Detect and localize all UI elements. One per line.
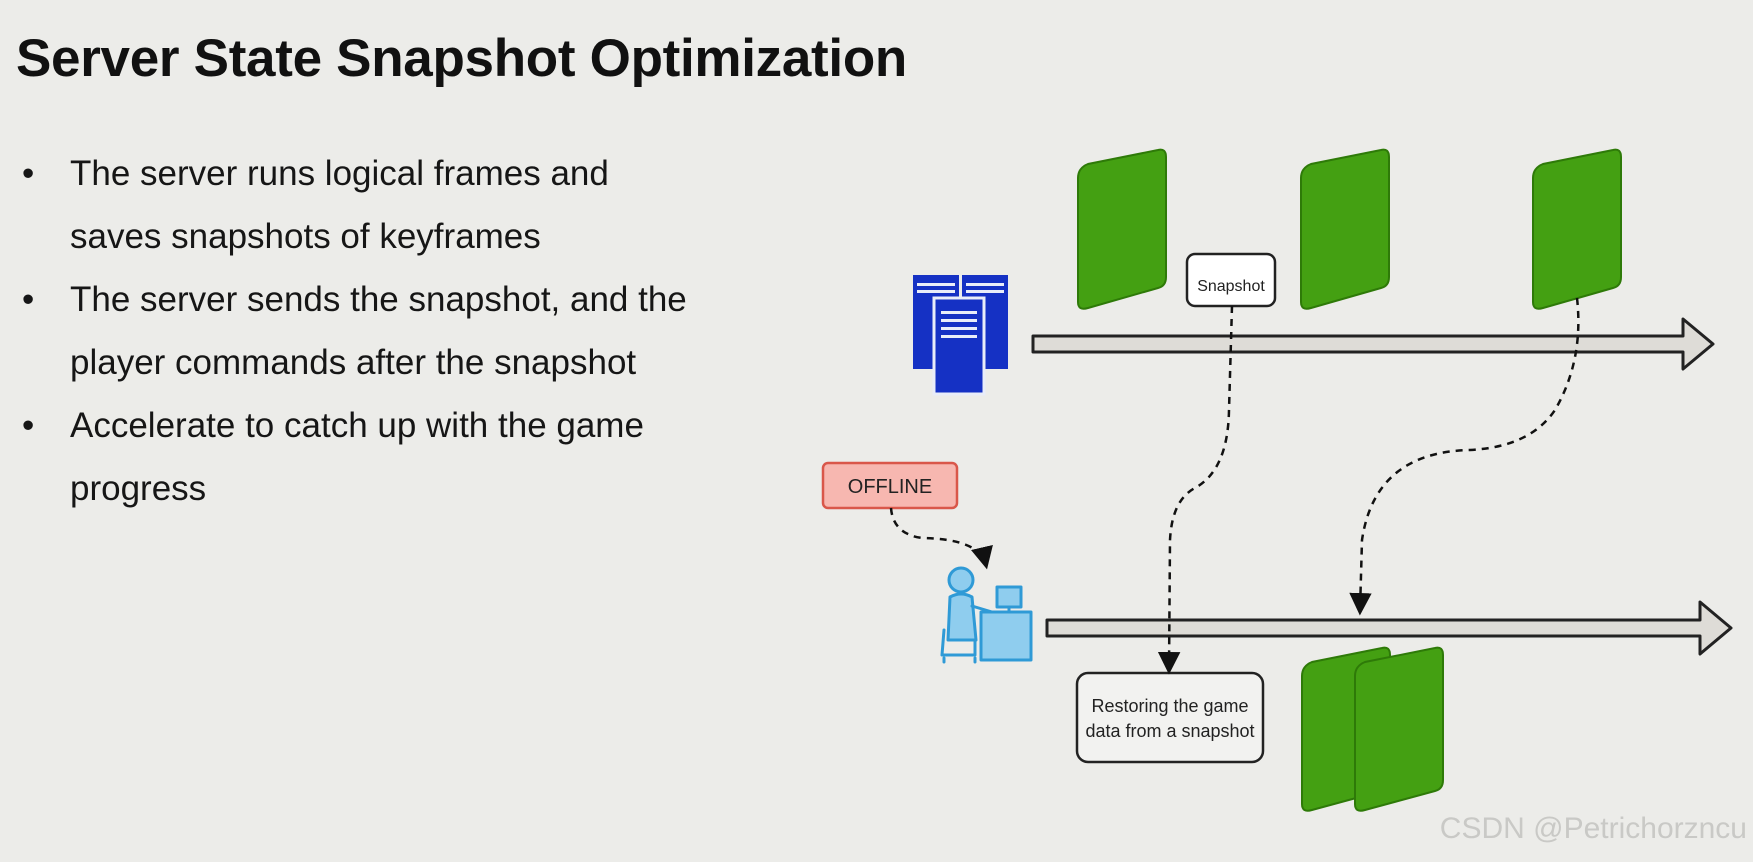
restore-label-box: Restoring the game data from a snapshot	[1075, 671, 1265, 764]
server-keyframe	[1532, 148, 1622, 310]
slide-title: Server State Snapshot Optimization	[16, 29, 907, 88]
snapshot-label-box: Snapshot	[1185, 252, 1277, 308]
catch-up-arrow	[1349, 297, 1580, 616]
restore-label-line: Restoring the game	[1091, 696, 1248, 716]
bullet-item: • The server runs logical frames and sav…	[22, 142, 812, 268]
bullet-dot: •	[22, 154, 35, 193]
bullet-item: • The server sends the snapshot, and the…	[22, 268, 812, 394]
watermark: CSDN @Petrichorzncu	[1439, 812, 1747, 845]
server-keyframe	[1300, 148, 1390, 310]
bullet-line: progress	[70, 469, 207, 508]
bullet-line: player commands after the snapshot	[70, 343, 637, 382]
bullet-line: The server sends the snapshot, and the	[70, 280, 687, 319]
bullet-dot: •	[22, 280, 35, 319]
restore-label-line: data from a snapshot	[1085, 721, 1254, 741]
snapshot-label: Snapshot	[1197, 278, 1265, 295]
offline-to-player-arrow	[889, 507, 993, 570]
bullet-dot: •	[22, 406, 35, 445]
bullet-line: Accelerate to catch up with the game	[70, 406, 644, 445]
server-icon	[913, 275, 1008, 396]
bullet-line: The server runs logical frames and	[70, 154, 609, 193]
bullet-item: • Accelerate to catch up with the game p…	[22, 394, 812, 520]
bullet-line: saves snapshots of keyframes	[70, 217, 541, 256]
bullet-list: • The server runs logical frames and sav…	[22, 142, 812, 520]
restored-frame	[1354, 646, 1444, 812]
snapshot-transfer-arrow	[1157, 305, 1234, 675]
client-timeline-arrow	[1045, 600, 1733, 656]
server-keyframe	[1077, 148, 1167, 310]
offline-status-badge: OFFLINE	[821, 461, 959, 510]
server-timeline-arrow	[1031, 317, 1715, 371]
offline-label: OFFLINE	[848, 476, 932, 498]
player-at-computer-icon	[940, 566, 1033, 664]
